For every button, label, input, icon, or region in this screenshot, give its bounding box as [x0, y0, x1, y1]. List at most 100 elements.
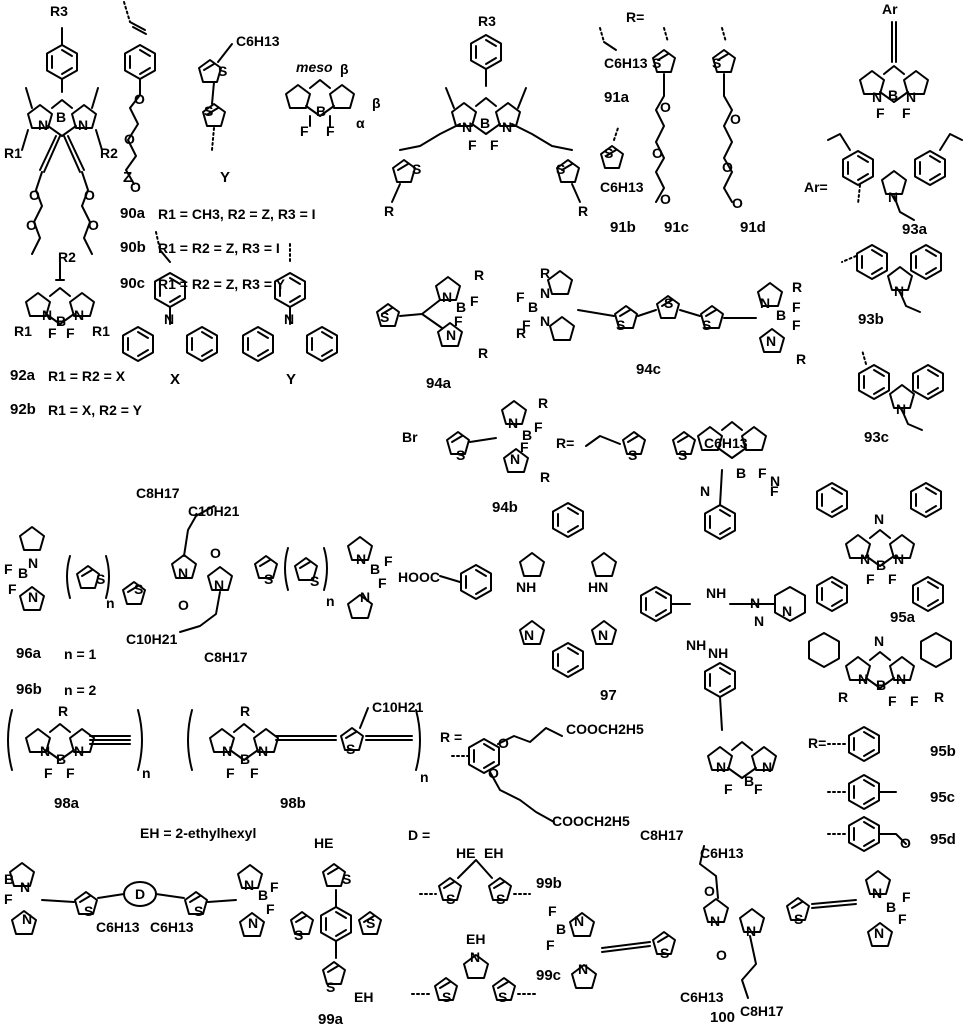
atom-n: N	[502, 119, 513, 135]
label-98b: 98b	[280, 795, 306, 812]
atom-s: S	[498, 989, 508, 1005]
structure-94c	[547, 270, 785, 353]
atom-s: S	[496, 891, 506, 907]
atom-f: F	[866, 571, 875, 587]
atom-n: N	[894, 283, 905, 299]
atom-b: B	[876, 677, 887, 693]
atom-s: S	[652, 55, 662, 71]
chain-c6h13: C6H13	[96, 919, 140, 935]
atom-f: F	[520, 439, 529, 455]
atom-s: S	[660, 945, 670, 961]
chain-c8h17: C8H17	[136, 485, 180, 501]
label-beta: β	[340, 61, 349, 77]
atom-n: N	[74, 743, 85, 759]
label-92a: 92a	[10, 367, 36, 384]
atom-f: F	[468, 137, 477, 153]
label-90a: 90a	[120, 205, 146, 222]
structure-93-parent	[860, 21, 928, 102]
atom-n: N	[524, 627, 535, 643]
group-hooc: HOOC	[398, 569, 440, 585]
structure-Y-bithiophene	[198, 43, 233, 151]
atom-s: S	[794, 911, 804, 927]
structure-95-r-groups	[827, 726, 907, 852]
atom-n: N	[222, 743, 233, 759]
atom-s: S	[556, 161, 566, 177]
atom-b: B	[456, 299, 467, 315]
atom-f: F	[754, 781, 763, 797]
atom-o: O	[730, 111, 741, 127]
atom-n: N	[284, 311, 295, 327]
structure-92	[26, 261, 94, 324]
chain-c8h17: C8H17	[204, 649, 248, 665]
atom-b: B	[886, 899, 897, 915]
atom-f: F	[534, 419, 543, 435]
label-r-eq: R=	[626, 9, 645, 25]
atom-n: N	[178, 565, 189, 581]
atom-n-sub: n	[420, 769, 429, 785]
atom-f: F	[8, 581, 17, 597]
label-98a: 98a	[54, 795, 80, 812]
atom-r: R	[796, 351, 807, 367]
atom-s: S	[664, 295, 674, 311]
def-96b: n = 2	[64, 682, 97, 698]
label-90b: 90b	[120, 239, 146, 256]
def-90a: R1 = CH3, R2 = Z, R3 = I	[158, 206, 316, 222]
atom-o: O	[88, 217, 99, 233]
atom-n: N	[42, 307, 53, 323]
label-91c: 91c	[664, 219, 690, 236]
atom-n: N	[858, 671, 869, 687]
atom-n: N	[20, 879, 31, 895]
atom-r: R	[58, 703, 69, 719]
label-ar-eq: Ar=	[804, 179, 828, 195]
atom-n: N	[40, 743, 51, 759]
label-x: X	[170, 371, 181, 388]
label-96a: 96a	[16, 645, 42, 662]
atom-n: N	[710, 913, 721, 929]
atom-eh: EH	[484, 845, 504, 861]
atom-b: B	[258, 887, 269, 903]
chain-c6h13: C6H13	[150, 919, 194, 935]
atom-n: N	[766, 333, 777, 349]
atom-f: F	[792, 317, 801, 333]
atom-n: N	[700, 483, 711, 499]
chain-c10h21: C10H21	[126, 631, 178, 647]
atom-n: N	[762, 759, 773, 775]
atom-s: S	[628, 447, 638, 463]
chain-c10h21: C10H21	[188, 503, 240, 519]
chain-c10h21: C10H21	[372, 699, 424, 715]
structure-91b	[600, 127, 624, 169]
label-95c: 95c	[930, 789, 956, 806]
atom-s: S	[456, 447, 466, 463]
atom-nh: NH	[686, 637, 707, 653]
atom-n: N	[872, 885, 883, 901]
label-95a: 95a	[890, 609, 916, 626]
label-alpha: α	[356, 115, 365, 131]
atom-b: B	[876, 557, 887, 573]
atom-n: N	[244, 877, 255, 893]
atom-he: HE	[456, 845, 476, 861]
atom-f: F	[888, 693, 897, 709]
atom-f: F	[546, 937, 555, 953]
atom-n: N	[874, 633, 885, 649]
atom-nh: NH	[708, 645, 729, 661]
label-r-eq2: R =	[440, 729, 463, 745]
atom-n: N	[442, 289, 453, 305]
label-94b: 94b	[492, 499, 518, 516]
atom-r: R	[578, 203, 589, 219]
atom-o: O	[732, 195, 743, 211]
label-92b: 92b	[10, 401, 36, 418]
atom-n: N	[894, 551, 905, 567]
structure-97	[439, 422, 806, 778]
atom-n: N	[754, 613, 765, 629]
atom-s: S	[712, 55, 722, 71]
atom-s: S	[310, 573, 320, 589]
atom-n-sub: n	[106, 595, 115, 611]
atom-r: R	[538, 395, 549, 411]
atom-b: B	[370, 561, 381, 577]
atom-nh: NH	[706, 585, 727, 601]
atom-n: N	[540, 313, 551, 329]
atom-b: B	[528, 299, 539, 315]
atom-r: R	[516, 325, 527, 341]
structure-100	[569, 845, 893, 999]
